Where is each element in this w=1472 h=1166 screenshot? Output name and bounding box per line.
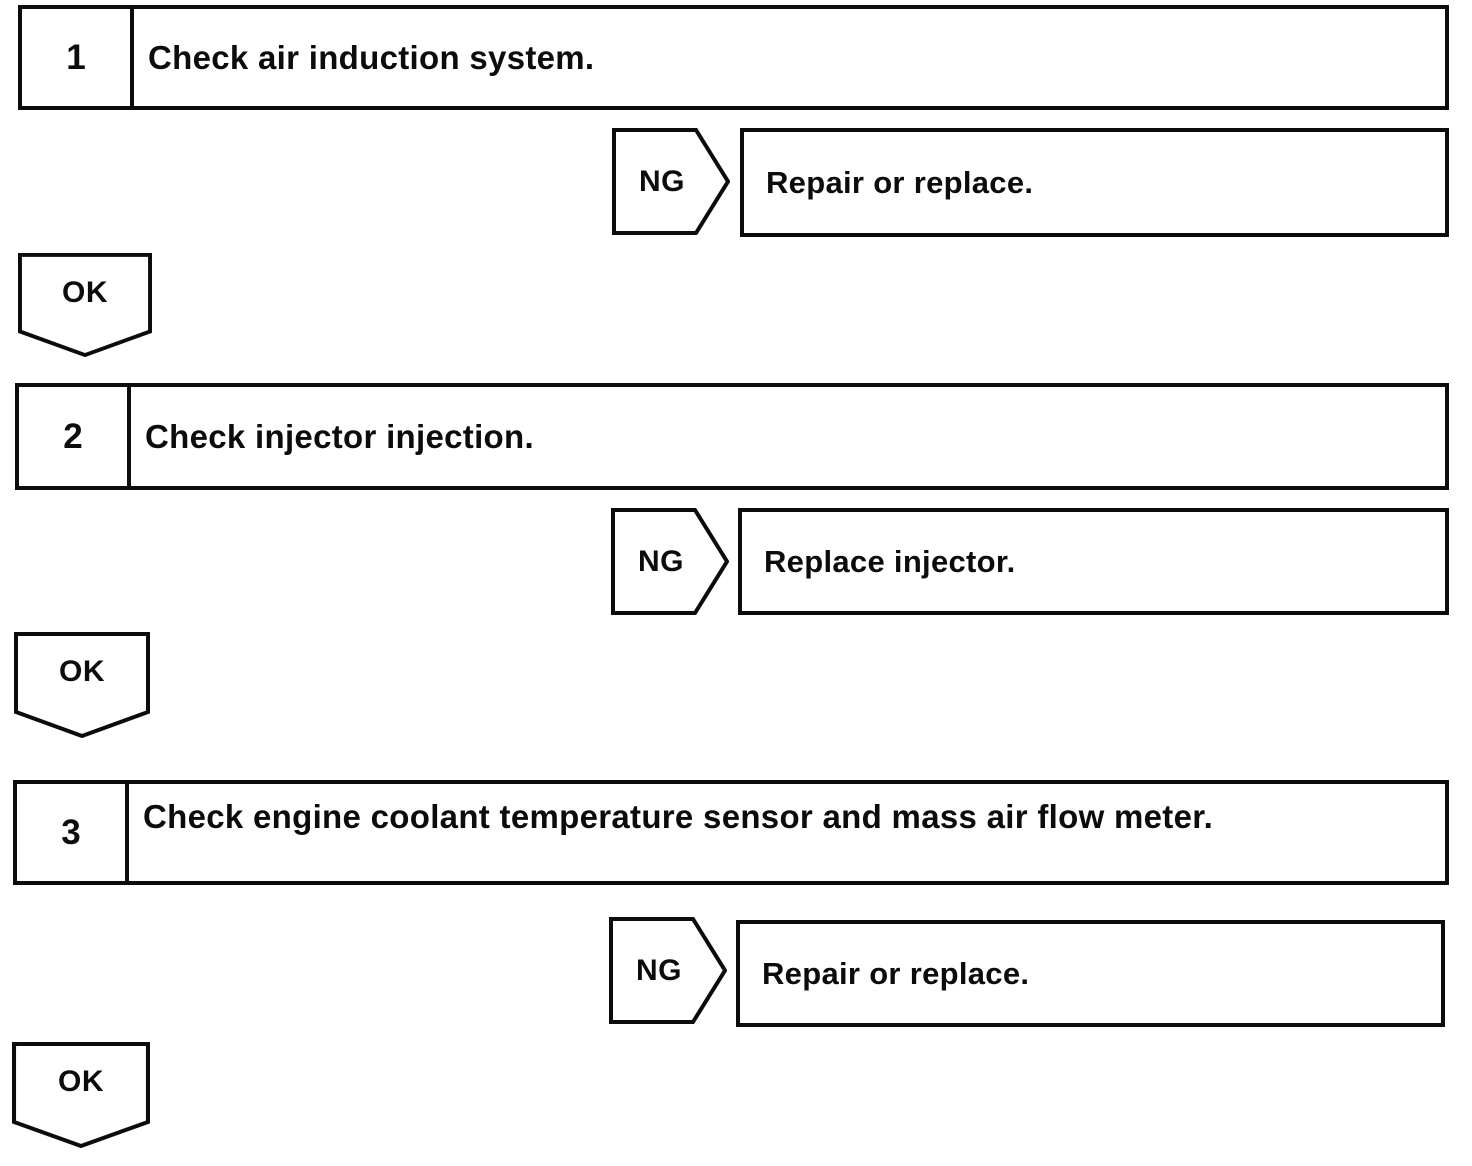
ok-pentagon-icon (14, 632, 150, 738)
step-1-ng-result-box: Repair or replace. (740, 128, 1449, 237)
step-2-ng-result-box: Replace injector. (738, 508, 1449, 615)
step-2-ok-label: OK (59, 655, 105, 688)
step-3-number: 3 (17, 784, 129, 881)
step-3-ng-result-box: Repair or replace. (736, 920, 1445, 1027)
step-1-number: 1 (22, 9, 134, 106)
step-2-ng-arrow: NG (611, 508, 729, 615)
ng-pentagon-icon (611, 508, 729, 615)
step-1-ng-result-text: Repair or replace. (766, 164, 1034, 200)
step-1-ok-arrow: OK (18, 253, 152, 357)
step-1-title: Check air induction system. (148, 38, 595, 76)
ok-pentagon-icon (18, 253, 152, 357)
step-3-ok-arrow: OK (12, 1042, 150, 1148)
ng-pentagon-icon (609, 917, 727, 1024)
step-2-number: 2 (19, 387, 131, 486)
step-3-ng-arrow: NG (609, 917, 727, 1024)
step-3-box: 3 Check engine coolant temperature senso… (13, 780, 1449, 885)
step-1-ng-arrow: NG (612, 128, 730, 235)
step-3-title: Check engine coolant temperature sensor … (143, 797, 1214, 835)
step-2-ng-label: NG (638, 544, 684, 578)
ng-pentagon-icon (612, 128, 730, 235)
ok-pentagon-icon (12, 1042, 150, 1148)
step-3-ng-label: NG (636, 953, 682, 987)
step-1-box: 1 Check air induction system. (18, 5, 1449, 110)
step-2-ok-arrow: OK (14, 632, 150, 738)
step-2-box: 2 Check injector injection. (15, 383, 1449, 490)
step-2-title: Check injector injection. (145, 417, 534, 455)
step-3-ok-label: OK (58, 1065, 104, 1098)
step-2-ng-result-text: Replace injector. (764, 543, 1016, 579)
step-1-ng-label: NG (639, 164, 685, 198)
step-1-ok-label: OK (62, 276, 108, 309)
step-3-ng-result-text: Repair or replace. (762, 955, 1030, 991)
